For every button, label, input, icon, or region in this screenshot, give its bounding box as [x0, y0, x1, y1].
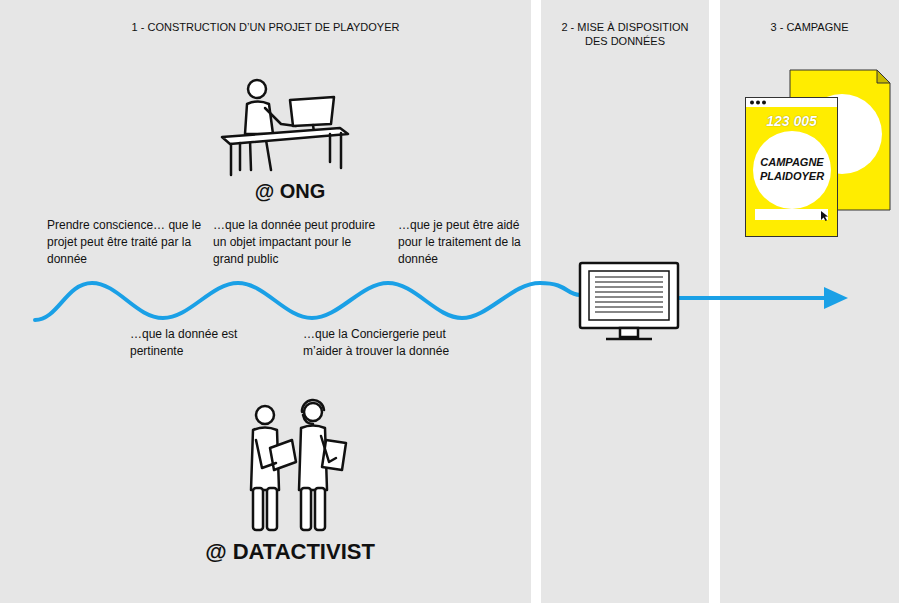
- input-bar: [755, 209, 828, 220]
- phase-heading: 2 - MISE À DISPOSITION DES DONNÉES: [549, 20, 701, 48]
- campaign-document: 123 005CAMPAGNE PLAIDOYER: [745, 97, 838, 237]
- arm: [321, 436, 336, 462]
- screen-base: [606, 338, 652, 341]
- step-note: …que la donnée est pertinente: [130, 326, 270, 360]
- step-note: …que je peut être aidé pour le traitemen…: [398, 217, 530, 268]
- page-fold: [877, 70, 890, 83]
- phase-heading: 1 - CONSTRUCTION D’UN PROJET DE PLAYDOYE…: [0, 20, 531, 34]
- actor-name: @ DATACTIVIST: [160, 537, 420, 566]
- head: [304, 403, 322, 421]
- cursor: [821, 211, 828, 221]
- document-page: [790, 70, 890, 210]
- ong-figure: [222, 80, 348, 175]
- screen-stand: [620, 328, 638, 337]
- step-note: …que la Conciergerie peut m’aider à trou…: [303, 326, 455, 360]
- arm: [256, 440, 276, 468]
- back-document: [790, 70, 890, 210]
- browser-bar: [746, 98, 837, 107]
- browser-dot: [750, 101, 754, 105]
- tablet: [270, 440, 296, 470]
- data-rows: [595, 277, 663, 312]
- legs: [250, 140, 271, 170]
- browser-dot: [756, 101, 760, 105]
- datactivist-figures: [251, 400, 346, 530]
- screen-frame: [580, 263, 678, 328]
- step-note: Prendre conscience… que le projet peut ê…: [47, 217, 207, 268]
- white-disc: [753, 131, 831, 209]
- arrow-head: [824, 287, 848, 309]
- campaign-title: CAMPAGNE PLAIDOYER: [752, 155, 832, 183]
- campaign-number: 123 005: [745, 112, 838, 130]
- white-disc: [802, 94, 882, 174]
- leg: [315, 488, 325, 530]
- document-page: [746, 98, 838, 237]
- headset: [302, 400, 324, 412]
- step-note: …que la donnée peut produire un objet im…: [213, 217, 381, 268]
- timeline-wave: [35, 283, 580, 320]
- desk-monitor: [290, 97, 334, 126]
- head: [248, 80, 266, 98]
- leg: [267, 488, 277, 530]
- timeline-arrow: [679, 296, 828, 300]
- torso: [245, 102, 273, 135]
- screen-inner: [589, 271, 669, 320]
- data-screen: [580, 263, 678, 339]
- phase-heading: 3 - CAMPAGNE: [720, 20, 899, 34]
- leg: [253, 488, 263, 530]
- headset-mic: [303, 415, 313, 424]
- browser-dot: [762, 101, 766, 105]
- desk-legs: [231, 133, 341, 175]
- head: [256, 406, 274, 424]
- actor-name: @ ONG: [220, 178, 360, 204]
- leg: [301, 488, 311, 530]
